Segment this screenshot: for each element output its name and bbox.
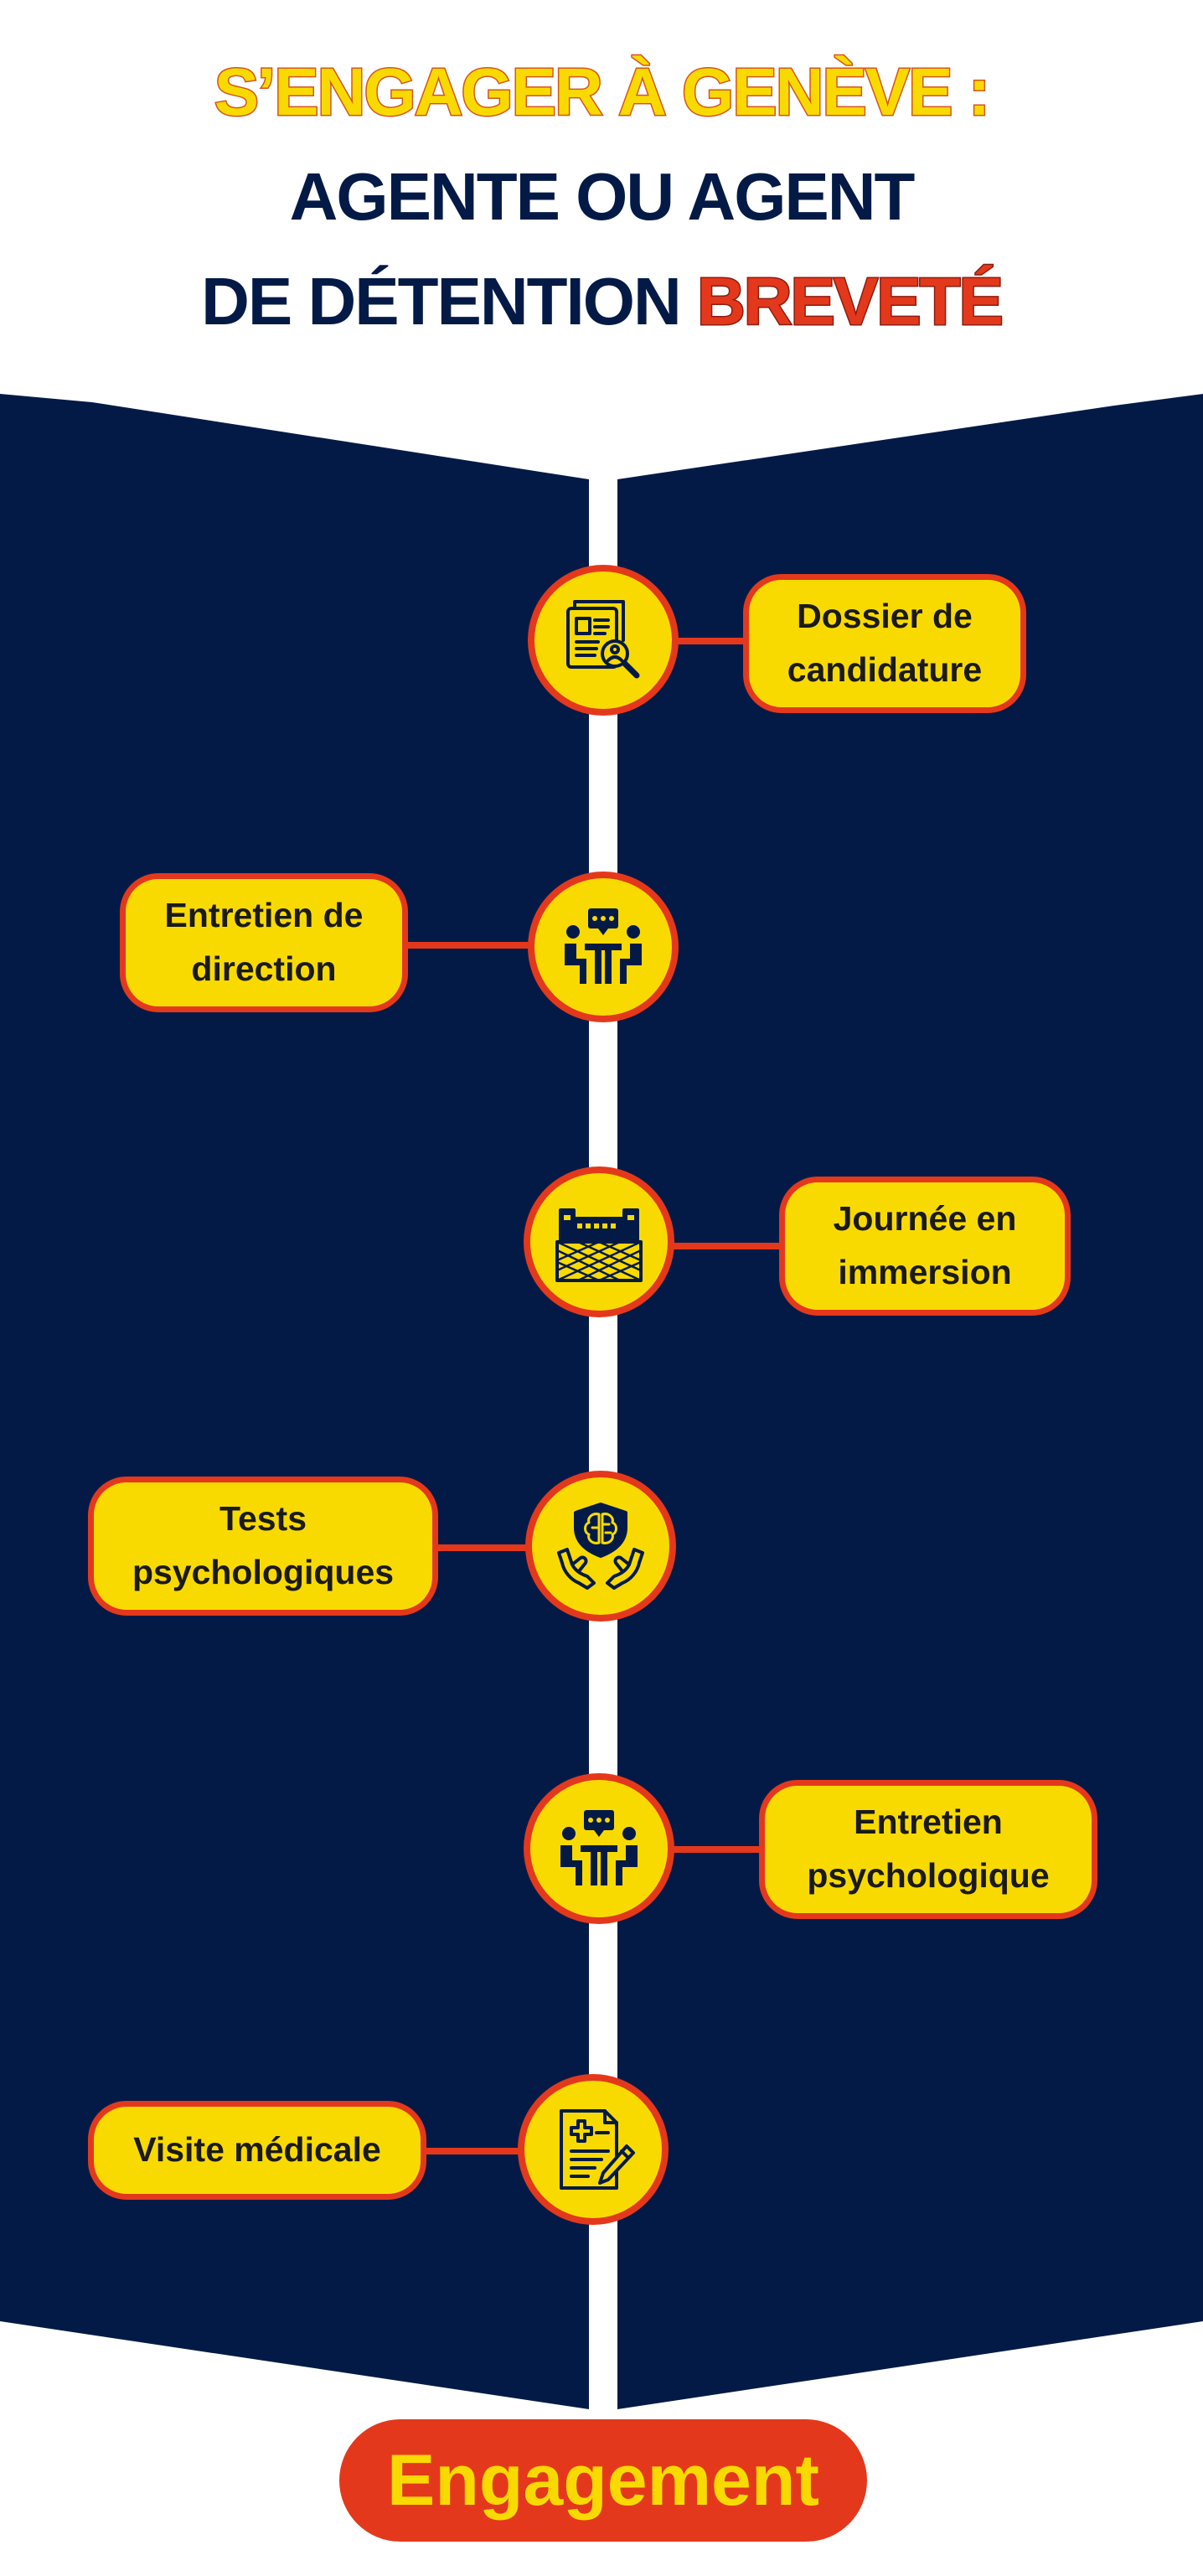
step-2-label-line-2: direction [191,949,337,988]
step-6-node [518,2074,669,2225]
connector-step-1 [670,638,754,644]
step-3-label-line-1: Journée en [833,1199,1017,1239]
step-4-node [525,1471,676,1622]
step-1-node [528,565,679,716]
title-line-3-highlight: BREVETÉ [695,264,1004,339]
step-1-label-line-1: Dossier de [797,597,973,636]
step-1-label-line-2: candidature [787,650,983,689]
interview-meeting-icon [565,908,642,984]
medical-form-icon [560,2109,635,2190]
connector-step-5 [670,1846,767,1853]
step-4-label: Tests psychologiques [88,1477,438,1616]
engagement-badge: Engagement [339,2419,867,2542]
step-3-label: Journée en immersion [779,1177,1071,1316]
step-4-label-line-2: psychologiques [132,1553,395,1591]
document-search-icon [566,600,640,679]
step-2-label: Entretien de direction [120,873,408,1012]
step-5-node [524,1773,674,1924]
title-line-3: DE DÉTENTION BREVETÉ [0,266,1203,373]
connector-step-4 [431,1544,532,1551]
page-title: S’ENGAGER À GENÈVE : AGENTE OU AGENT DE … [0,54,1203,373]
interview-meeting-icon [560,1810,638,1885]
step-5-label-line-1: Entretien [854,1803,1003,1842]
step-1-label: Dossier de candidature [743,574,1026,713]
step-6-label-line-1: Visite médicale [133,2130,381,2170]
title-line-2: AGENTE OU AGENT [289,159,916,234]
step-4-label-line-1: Tests [219,1499,307,1539]
step-3-label-line-2: immersion [838,1253,1012,1291]
title-line-1: S’ENGAGER À GENÈVE : [213,54,992,129]
connector-step-3 [670,1243,787,1249]
title-line-3-main: DE DÉTENTION [201,264,697,339]
brain-hands-icon [557,1503,644,1590]
prison-building-icon [555,1208,643,1282]
step-2-node [528,872,679,1022]
step-3-node [524,1166,674,1317]
connector-step-2 [402,942,536,949]
step-6-label: Visite médicale [88,2101,426,2200]
connector-step-6 [423,2148,528,2154]
step-2-label-line-1: Entretien de [164,896,364,935]
step-5-label-line-2: psychologique [807,1856,1050,1895]
step-5-label: Entretien psychologique [759,1780,1097,1919]
